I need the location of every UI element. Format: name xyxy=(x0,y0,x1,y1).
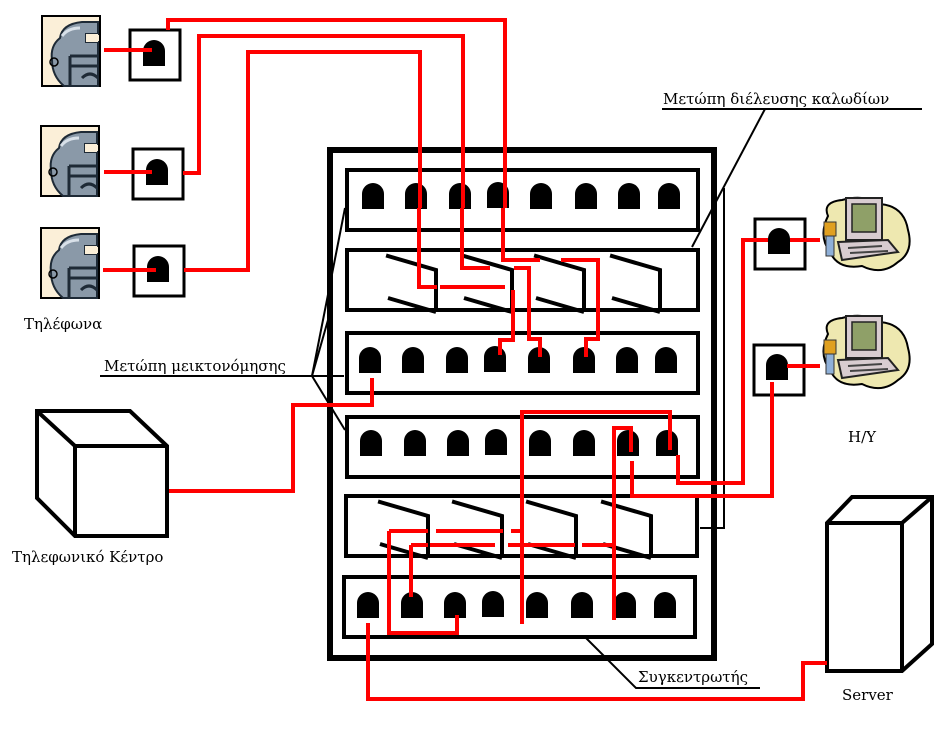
rack-row-1-port-panel xyxy=(345,168,700,232)
telephone-2 xyxy=(39,124,101,198)
callout-patch-panel xyxy=(100,207,346,431)
server xyxy=(825,495,934,673)
cables xyxy=(103,18,827,701)
computers-label: Η/Υ xyxy=(848,428,877,446)
phones-label: Τηλέφωνα xyxy=(24,315,102,333)
patch-panel-label: Μετώπη μεικτονόμησης xyxy=(104,357,286,375)
cable-jack2-to-rack xyxy=(183,34,465,208)
computer-2 xyxy=(822,314,911,390)
hub-label: Συγκεντρωτής xyxy=(638,668,748,686)
cable-pass-label: Μετώπη διέλευσης καλωδίων xyxy=(663,90,889,108)
telephone-exchange xyxy=(35,409,169,538)
server-label: Server xyxy=(842,686,894,704)
wall-jack-pc-2 xyxy=(752,343,806,397)
wall-jack-phone-1 xyxy=(128,28,182,82)
rack-row-6-hub-panel xyxy=(342,575,697,639)
telephone-1 xyxy=(40,14,102,88)
cable-hub-server xyxy=(366,623,827,701)
cable-jack3-to-rack xyxy=(184,50,422,272)
rack-row-2-cable-pass-panel xyxy=(345,248,700,314)
rack-row-3-port-panel xyxy=(345,331,700,395)
wall-jack-pc-1 xyxy=(753,217,807,271)
computer-1 xyxy=(822,196,911,272)
callout-hub xyxy=(584,636,760,689)
pbx-label: Τηλεφωνικό Κέντρο xyxy=(12,548,163,566)
callout-cable-pass xyxy=(662,108,922,248)
rack-side-line xyxy=(700,188,725,529)
cable-jack1-to-rack xyxy=(166,18,507,208)
telephone-3 xyxy=(39,226,101,300)
